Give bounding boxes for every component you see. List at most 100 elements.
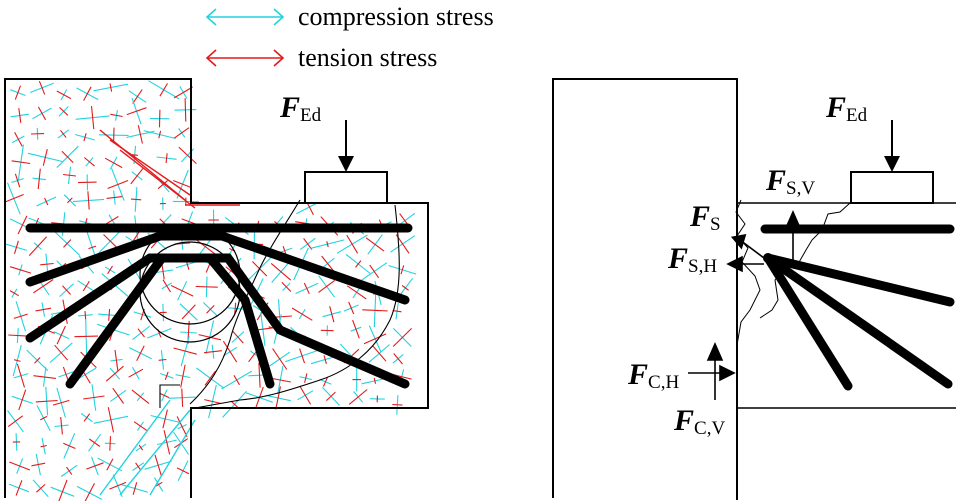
tension-stress-glyph [362,309,388,312]
tension-stress-glyph [103,234,118,249]
tension-stress-glyph [83,395,105,400]
tension-stress-glyph [304,373,308,383]
tension-stress-glyph [60,129,67,138]
tension-stress-glyph [38,80,46,95]
tension-stress-glyph [299,348,306,364]
tension-stress-glyph [17,215,28,235]
tension-stress-glyph [346,234,359,254]
tension-stress-glyph [37,168,41,190]
tension-stress-glyph [9,290,19,297]
tension-stress-glyph [234,302,237,315]
tension-stress-glyph [204,370,216,386]
tension-stress-glyph [135,462,142,471]
force-label-s-v: FS,V [765,164,815,199]
tension-stress-glyph [258,362,261,388]
tension-stress-glyph [170,285,194,297]
tension-symbol-icon [205,49,285,67]
reinforcement-bars [25,223,413,389]
tension-stress-glyph [132,482,138,495]
tension-stress-glyph [269,377,291,383]
tension-stress-glyph [132,89,143,104]
tension-stress-glyph [106,196,123,199]
tension-stress-glyph [14,85,22,100]
tension-stress-glyph [164,371,169,380]
tension-stress-glyph [233,375,240,386]
tension-stress-glyph [9,461,31,471]
compression-symbol-icon [205,8,285,26]
force-label-s-h: FS,H [667,242,717,277]
tension-stress-glyph [107,179,129,190]
tension-stress-glyph [181,218,197,225]
tension-stress-glyph [8,334,28,337]
tension-stress-glyph [84,483,95,501]
tension-stress-glyph [206,305,215,314]
tension-stress-glyph [157,180,168,190]
tension-stress-glyph [37,106,47,121]
tension-stress-glyph [83,157,95,167]
tension-stress-glyph [77,181,97,184]
legend-tension-label: tension stress [298,43,437,72]
tension-stress-glyph [44,197,49,206]
tension-stress-glyph [31,462,46,467]
tension-stress-glyph [33,375,56,379]
left-load-arrow-icon [338,120,354,172]
tension-stress-glyph [18,389,27,411]
tension-stress-glyph [86,462,104,470]
tension-stress-glyph [16,363,26,388]
tension-stress-glyph [373,377,377,384]
tension-stress-glyph [56,325,66,345]
tension-stress-glyph [232,330,244,344]
tension-stress-glyph [392,310,402,313]
compression-stress-trajectory [149,419,196,496]
tension-stress-glyph [60,417,63,435]
tension-stress-glyph [52,399,70,406]
tension-stress-glyph [13,313,28,319]
legend-compression-label: compression stress [298,2,494,31]
tension-stress-glyph [130,167,144,185]
tension-stress-glyph [222,340,238,363]
tension-stress-glyph [83,413,91,422]
tension-stress-glyph [401,285,409,291]
tension-stress-glyph [299,385,312,405]
legend-tension-item: tension stress [205,43,437,72]
tension-stress-glyph [36,483,46,493]
tension-stress-glyph [162,279,171,293]
tension-stress-glyph [87,191,90,210]
tension-stress-glyph [323,355,327,364]
tension-stress-glyph [173,347,197,355]
tension-stress-glyph [42,148,48,166]
tension-stress-glyph [40,444,47,448]
stress-field [3,80,417,501]
tension-stress-glyph [11,160,31,165]
tension-stress-glyph [162,409,168,429]
tension-stress-glyph [110,113,123,118]
tension-stress-glyph [28,236,48,256]
tension-stress-glyph [40,262,54,266]
tension-stress-glyph [82,281,90,292]
tension-stress-glyph [165,153,168,164]
bent-bar [65,253,275,389]
tension-stress-glyph [400,265,405,275]
tension-stress-glyph [194,238,216,255]
tension-stress-glyph [105,365,124,382]
tension-stress-glyph [365,237,385,252]
tension-stress-glyph [112,387,125,404]
tension-stress-glyph [158,130,162,139]
tension-stress-glyph [392,403,403,406]
tension-stress-glyph [369,264,380,279]
tension-stress-glyph [154,454,162,476]
tension-stress-glyph [291,307,313,321]
tension-stress-glyph [128,368,144,378]
tension-stress-glyph [172,179,193,189]
right-reinforcement-bars [760,224,955,391]
legend: compression stress tension stress [205,2,494,72]
inclined-bar-2 [25,253,410,389]
tension-stress-glyph [348,389,368,405]
tension-stress-glyph [130,198,142,201]
tension-stress-glyph [9,266,32,274]
tension-stress-glyph [13,359,21,362]
tension-stress-glyph [329,306,335,323]
tension-stress-glyph [3,193,24,203]
tension-stress-glyph [318,279,336,293]
